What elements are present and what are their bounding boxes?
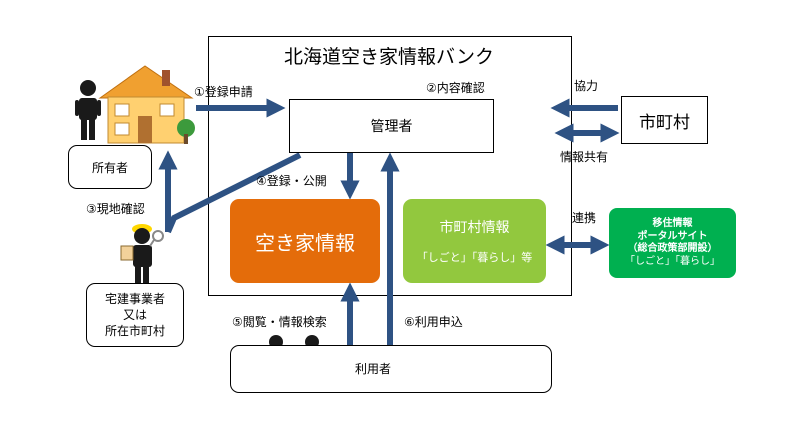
agent-box: 宅建事業者 又は 所在市町村 [86, 283, 184, 347]
portal-box: 移住情報 ポータルサイト （総合政策部開設） 「しごと」「暮らし」 [609, 208, 736, 278]
step2-label: ②内容確認 [426, 81, 485, 95]
step3-label: ③現地確認 [86, 202, 145, 216]
cooperation-label: 協力 [574, 79, 599, 93]
manager-box: 管理者 [289, 99, 494, 153]
house-icon [98, 65, 195, 144]
city-info-sub: 「しごと」「暮らし」等 [416, 251, 533, 264]
agent-line1: 宅建事業者 [104, 291, 165, 306]
city-info-title: 市町村情報 [439, 220, 510, 236]
bank-title: 北海道空き家情報バンク [284, 46, 494, 68]
agent-person-icon [120, 224, 164, 283]
portal-line3: （総合政策部開設） [627, 243, 718, 254]
step4-label: ④登録・公開 [256, 174, 327, 188]
owner-label: 所有者 [91, 160, 128, 175]
portal-line2: ポータルサイト [637, 230, 708, 242]
agent-line3: 所在市町村 [104, 324, 165, 339]
city-info-box: 市町村情報 「しごと」「暮らし」等 [403, 199, 546, 283]
info-share-label: 情報共有 [560, 150, 609, 164]
city-box: 市町村 [621, 96, 708, 144]
step1-label: ①登録申請 [194, 85, 253, 99]
step6-label: ⑥利用申込 [404, 315, 463, 329]
user-box [230, 345, 552, 393]
akiya-info-label: 空き家情報 [255, 230, 355, 255]
manager-label: 管理者 [370, 119, 413, 135]
user-label: 利用者 [355, 362, 392, 376]
link-label: 連携 [572, 211, 597, 225]
owner-box: 所有者 [68, 145, 152, 189]
step5-label: ⑤閲覧・情報検索 [232, 315, 327, 329]
portal-line1: 移住情報 [652, 218, 693, 229]
city-label: 市町村 [639, 112, 690, 133]
owner-person-icon [75, 80, 101, 140]
akiya-info-box: 空き家情報 [230, 199, 380, 283]
agent-line2: 又は [122, 307, 147, 322]
portal-line4: 「しごと」「暮らし」 [625, 255, 720, 267]
